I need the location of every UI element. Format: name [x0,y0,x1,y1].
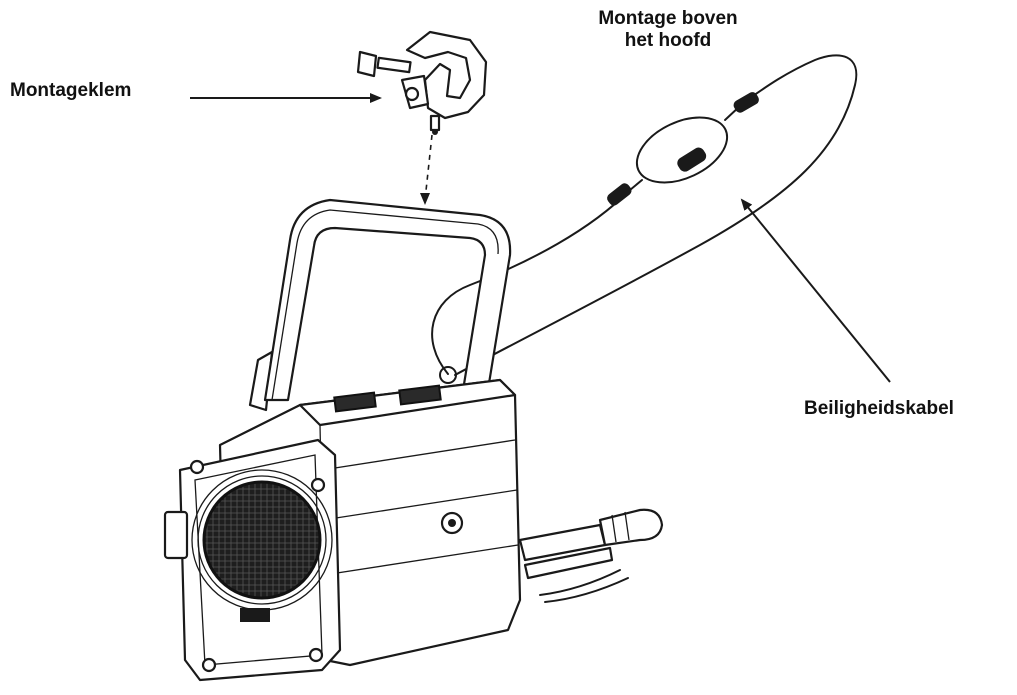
clamp-guide-arrowhead [420,193,430,205]
overhead-mount-label: Montage boven het hoofd [568,8,768,52]
safety-cable [431,54,858,384]
safety-cable-label: Beiligheidskabel [804,398,954,419]
safety-cable-arrow [740,198,891,383]
clamp-label: Montageklem [10,80,132,101]
overhead-mount-label-line1: Montage boven [598,8,738,29]
mounting-clamp [356,30,488,135]
overhead-mount-label-line2: het hoofd [624,30,712,51]
light-fixture [163,198,664,682]
clamp-guide-dashed-line [424,134,433,201]
